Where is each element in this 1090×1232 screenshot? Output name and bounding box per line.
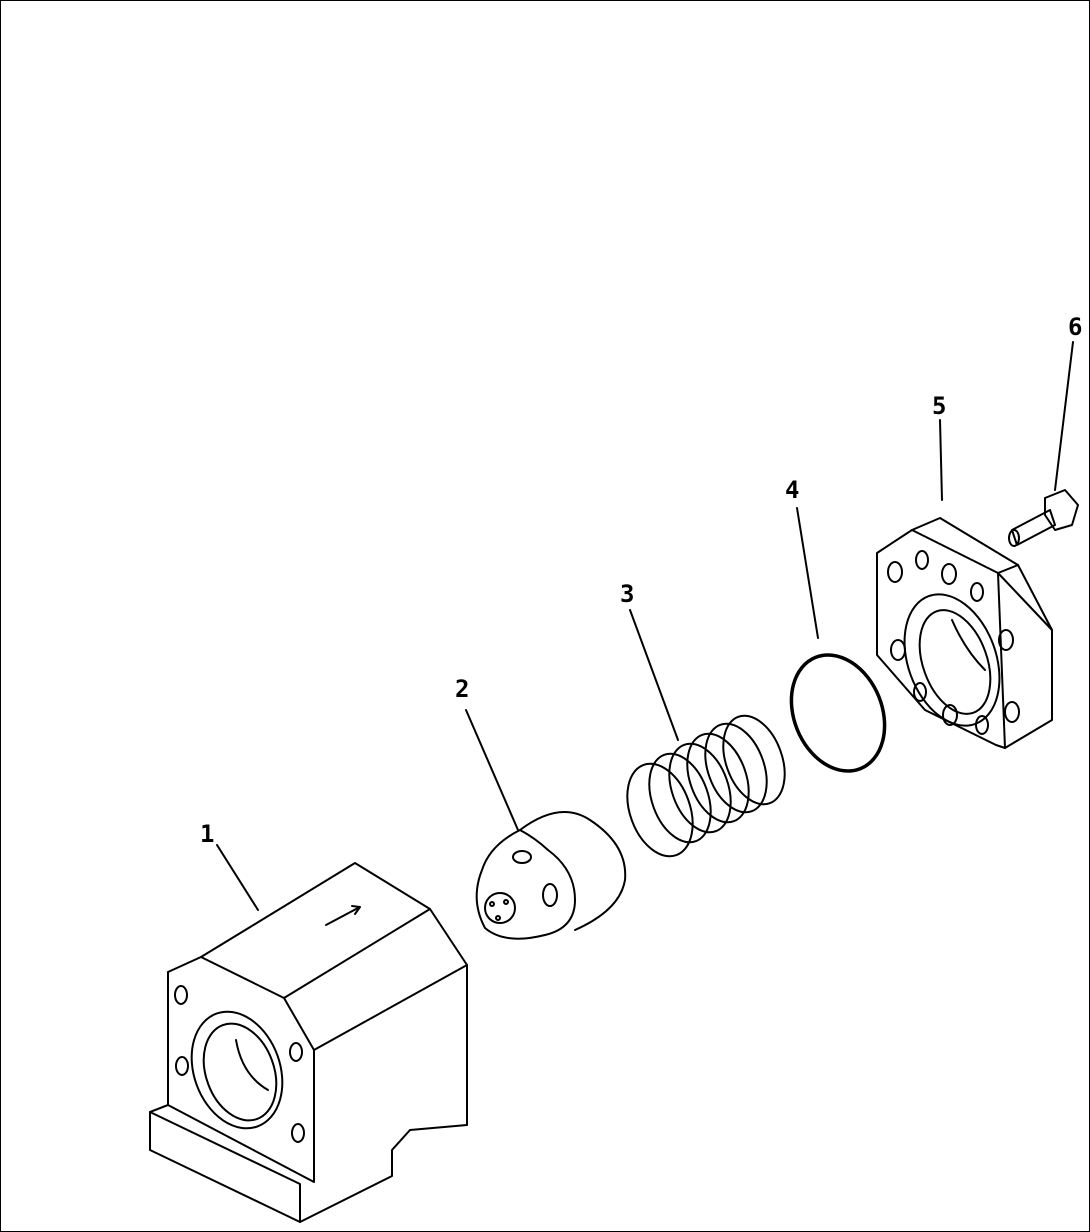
callout-4: 4	[785, 476, 799, 504]
leader-lines	[216, 341, 1074, 911]
part-2-valve-spool[interactable]	[475, 811, 627, 940]
callout-3: 3	[620, 580, 634, 608]
callout-5: 5	[932, 392, 946, 420]
part-4-o-ring[interactable]	[775, 641, 902, 785]
part-6-bolt[interactable]	[1008, 489, 1079, 547]
part-3-spring[interactable]	[615, 707, 796, 865]
callout-1: 1	[200, 820, 214, 848]
callout-2: 2	[455, 675, 469, 703]
part-5-cover-flange[interactable]	[876, 517, 1053, 749]
callout-6: 6	[1068, 313, 1082, 341]
part-1-valve-body[interactable]	[149, 862, 468, 1223]
